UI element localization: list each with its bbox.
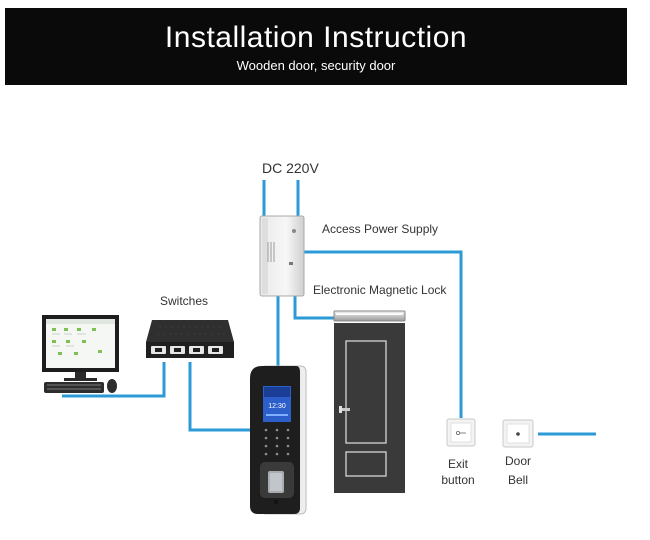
wiring — [62, 180, 596, 436]
header-banner: Installation Instruction Wooden door, se… — [5, 8, 627, 85]
power-input-label: DC 220V — [262, 160, 319, 176]
page-title: Installation Instruction — [164, 21, 468, 54]
switches-label: Switches — [160, 294, 208, 308]
door-bell-label-line1: Door — [505, 454, 531, 468]
bell-button-icon — [516, 432, 520, 436]
computer — [42, 315, 119, 393]
exit-button-label-line2: button — [441, 473, 474, 487]
power-supply-unit — [259, 215, 305, 297]
access-terminal: 12:30 — [250, 365, 307, 515]
power-supply-label: Access Power Supply — [322, 222, 438, 236]
wire-pc-to-switch — [62, 362, 166, 398]
key-icon — [455, 430, 460, 435]
terminal-keypad — [264, 428, 290, 456]
computer-mouse — [107, 379, 117, 393]
network-switch — [146, 320, 234, 358]
page-subtitle: Wooden door, security door — [236, 58, 396, 73]
door — [334, 323, 405, 493]
computer-keyboard — [44, 382, 104, 393]
magnetic-lock — [333, 310, 406, 322]
exit-button-label-line1: Exit — [448, 457, 469, 471]
wire-switch-to-terminal — [188, 362, 258, 432]
magnetic-lock-label: Electronic Magnetic Lock — [313, 283, 447, 297]
exit-button — [446, 418, 476, 447]
door-bell — [502, 419, 534, 448]
door-bell-label-line2: Bell — [508, 473, 528, 487]
wire-psu-to-lock — [293, 296, 335, 320]
terminal-screen-time: 12:30 — [268, 403, 286, 410]
wire-psu-to-exit-button — [296, 250, 463, 418]
door-handle — [340, 408, 350, 411]
computer-screen — [46, 319, 115, 368]
